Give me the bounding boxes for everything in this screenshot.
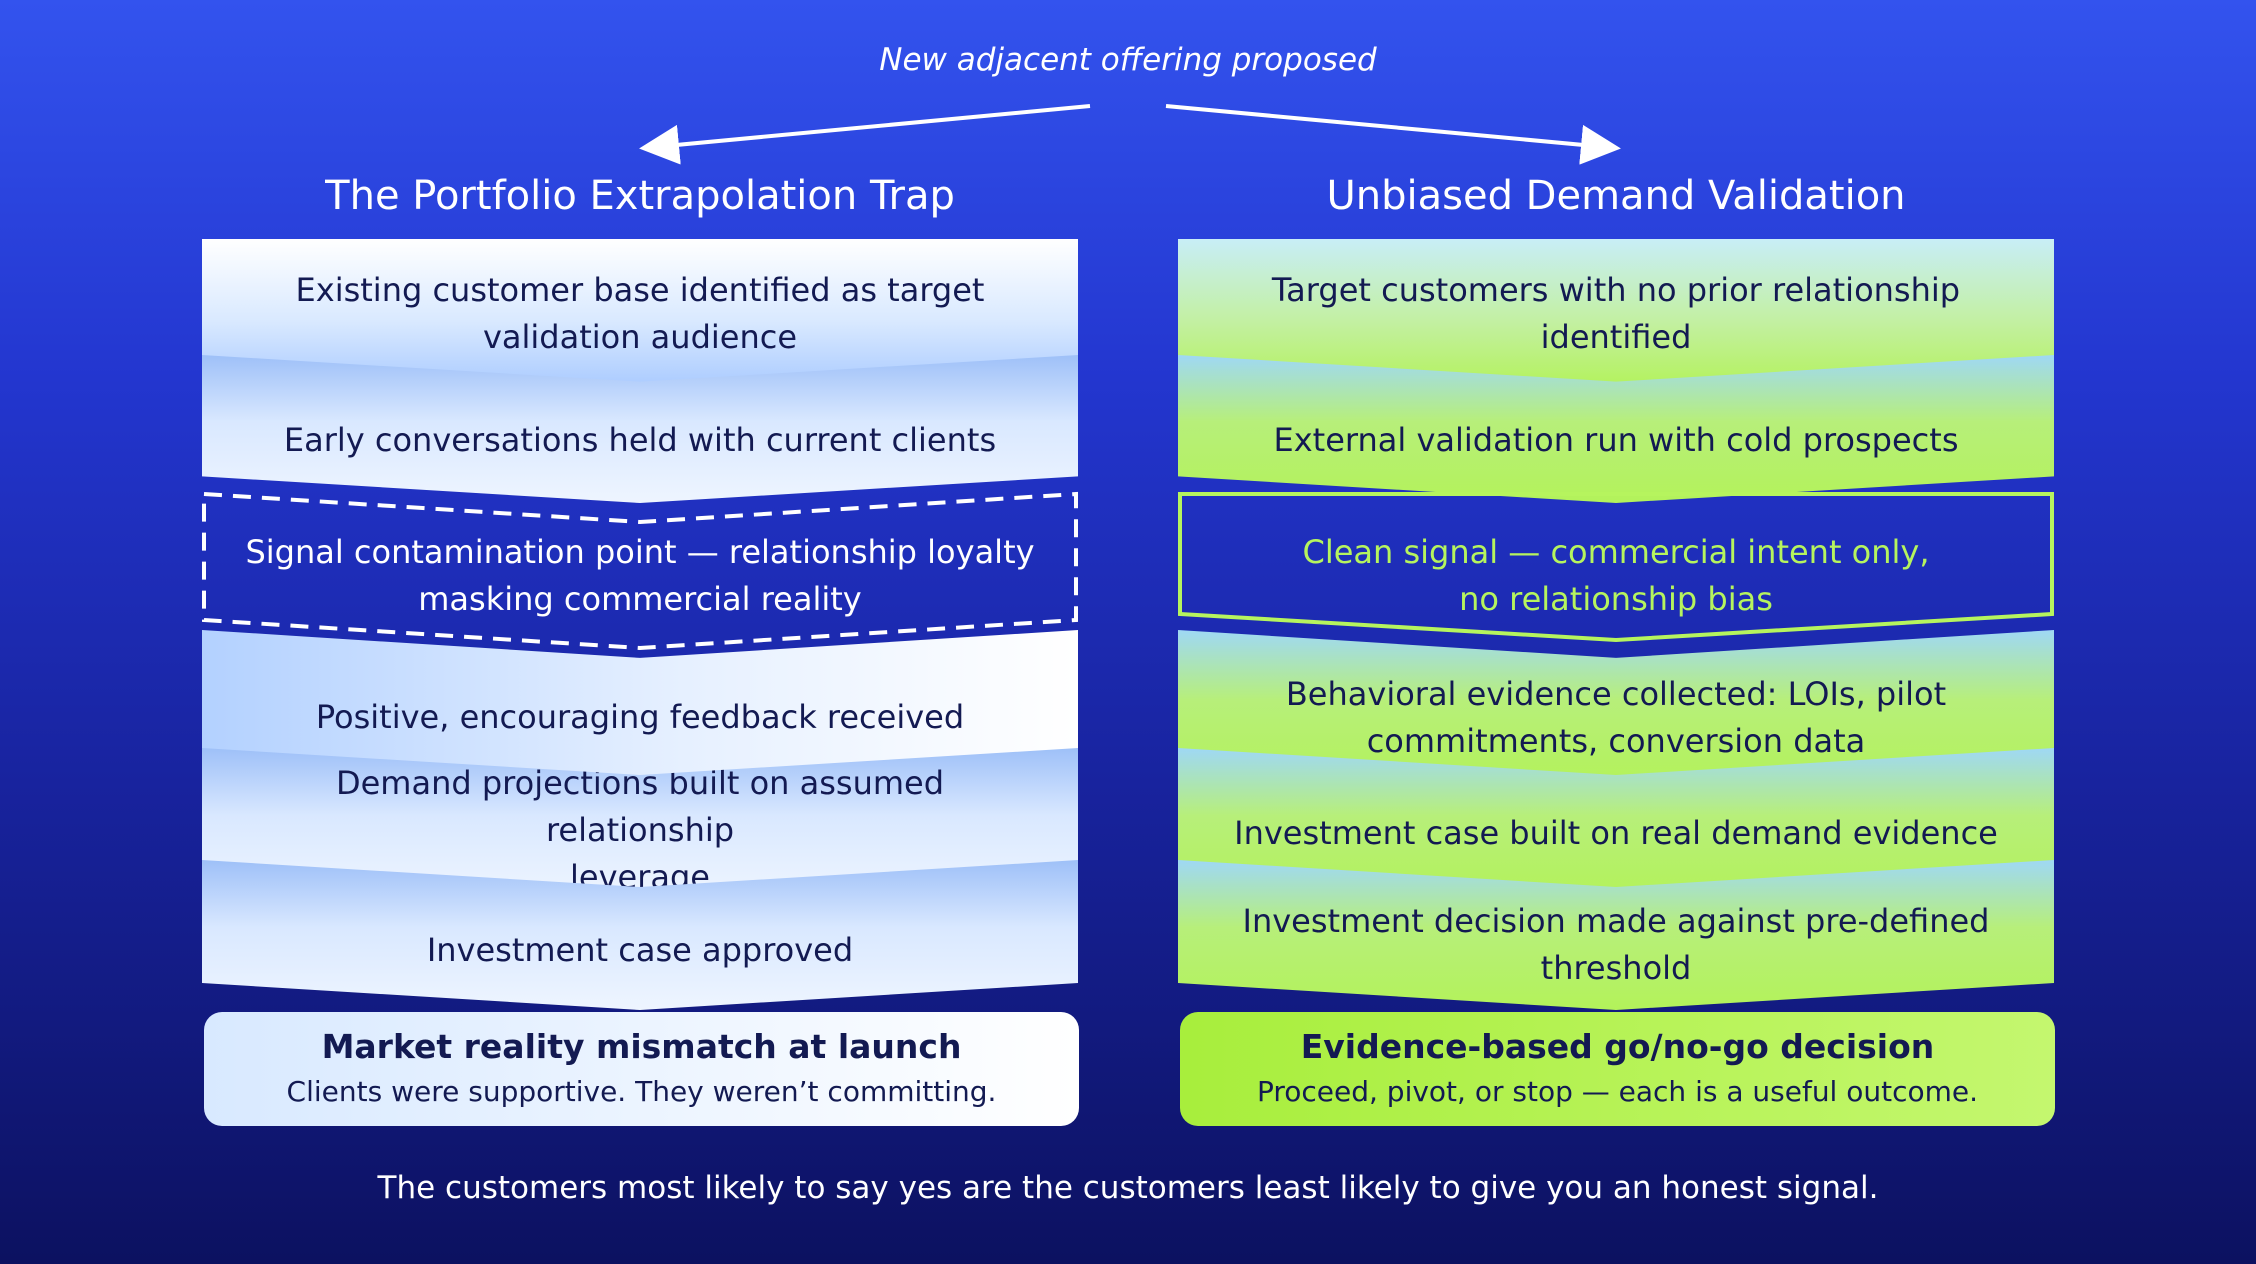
left-outcome-box: Market reality mismatch at launch Client… <box>204 1012 1079 1126</box>
right-step-3: Clean signal — commercial intent only, n… <box>1302 533 1930 618</box>
right-outcome-subtitle: Proceed, pivot, or stop — each is a usef… <box>1256 1075 1979 1108</box>
footer-takeaway: The customers most likely to say yes are… <box>377 1170 1879 1206</box>
right-outcome-title: Evidence-based go/no-go decision <box>1300 1027 1935 1066</box>
right-outcome-box: Evidence-based go/no-go decision Proceed… <box>1180 1012 2055 1126</box>
split-arrows <box>639 104 1621 165</box>
arrow-right <box>1165 104 1621 165</box>
offering-label: New adjacent offering proposed <box>879 42 1377 78</box>
left-outcome-subtitle: Clients were supportive. They weren’t co… <box>286 1075 997 1108</box>
right-clean-signal-outline <box>1178 492 2054 643</box>
right-column-title: Unbiased Demand Validation <box>1326 173 1906 219</box>
left-step-3: Signal contamination point — relationshi… <box>245 533 1035 618</box>
left-column-title: The Portfolio Extrapolation Trap <box>325 173 955 219</box>
left-outcome-title: Market reality mismatch at launch <box>321 1027 962 1066</box>
left-step-6: Investment case approved <box>202 860 1078 1010</box>
left-contamination-outline <box>202 491 1078 651</box>
arrow-left <box>639 104 1091 165</box>
